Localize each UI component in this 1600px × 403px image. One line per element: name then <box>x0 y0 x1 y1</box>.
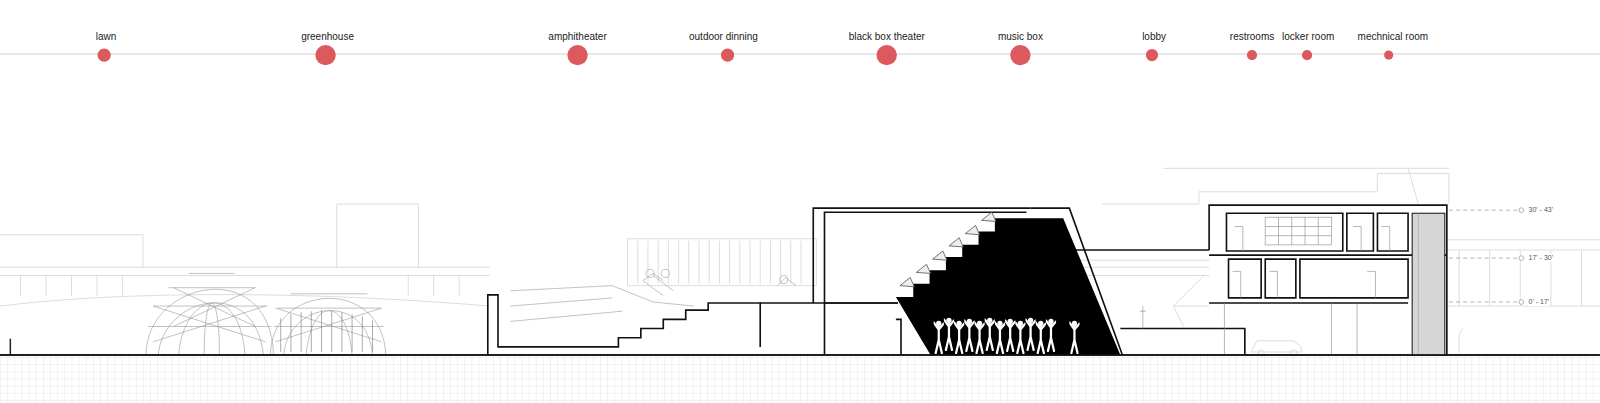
theater-label: black box theater <box>849 31 925 43</box>
section-cut <box>0 205 1600 355</box>
mechanical-shaft <box>1412 213 1445 355</box>
locker-label: locker room <box>1282 31 1334 43</box>
level-label: 0' - 17' <box>1528 298 1551 306</box>
theater-chairs <box>900 212 996 286</box>
level-markers <box>1449 208 1524 305</box>
dining-label: outdoor dinning <box>689 31 758 43</box>
restrooms-label: restrooms <box>1230 31 1274 43</box>
axis-line <box>0 54 1600 55</box>
black-box-volume <box>896 218 1120 355</box>
level-label: 17' - 30' <box>1528 254 1554 262</box>
lawn-label: lawn <box>96 31 117 43</box>
greenhouse-label: greenhouse <box>301 31 354 43</box>
greenhouse-domes <box>146 273 386 355</box>
amphitheater-label: amphitheater <box>548 31 606 43</box>
ground-hatch <box>0 356 1600 403</box>
dancer-figures <box>934 318 1080 353</box>
music-label: music box <box>998 31 1043 43</box>
lobby-label: lobby <box>1142 31 1166 43</box>
background-context <box>0 168 1600 356</box>
level-label: 30' - 43' <box>1528 206 1554 214</box>
program-dots <box>98 45 1394 65</box>
mechanical-label: mechnical room <box>1358 31 1429 43</box>
room-details <box>1140 217 1390 355</box>
amphitheater-seating <box>510 269 796 321</box>
